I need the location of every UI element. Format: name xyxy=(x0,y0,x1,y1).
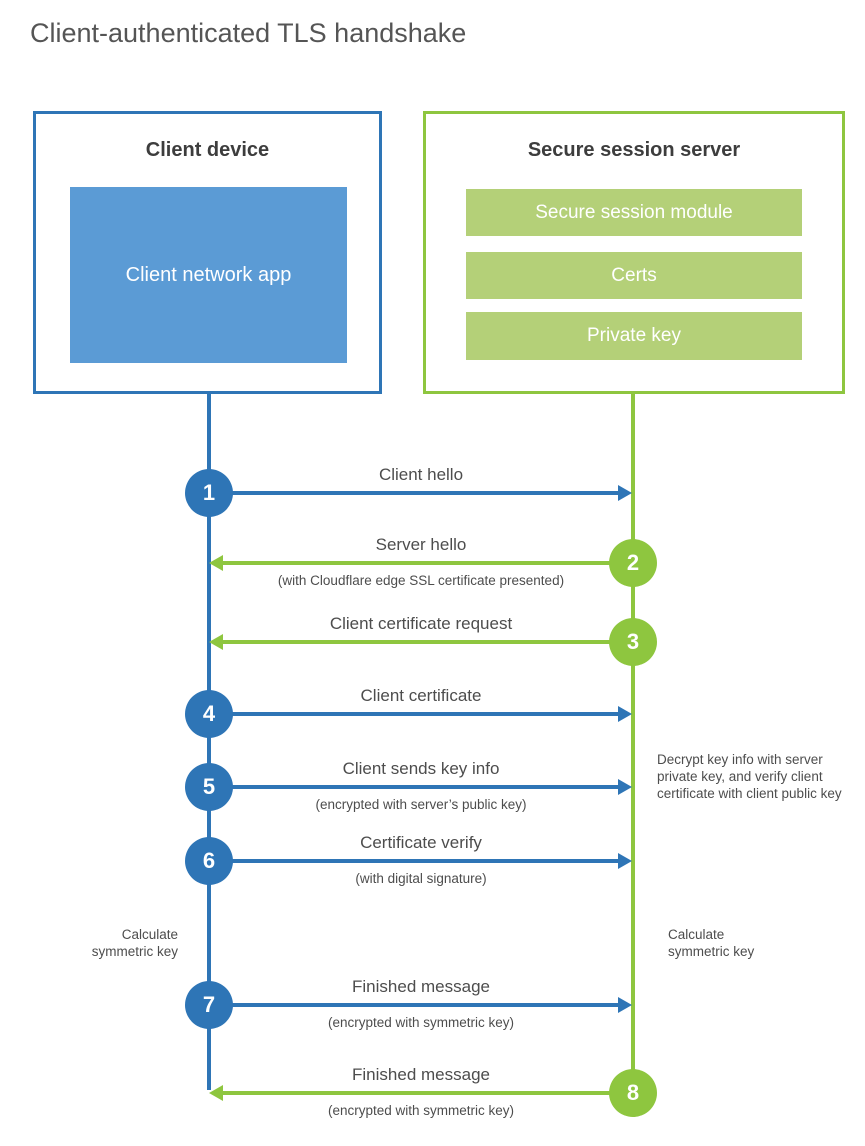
arrow-right-icon xyxy=(618,779,632,795)
step-6-label: Certificate verify xyxy=(360,833,482,852)
client-device-title: Client device xyxy=(145,139,270,161)
server-module-private-key: Private key xyxy=(466,312,802,360)
step-5-sublabel: (encrypted with server’s public key) xyxy=(315,797,527,812)
step-3-label: Client certificate request xyxy=(329,614,513,633)
step-5-label: Client sends key info xyxy=(342,759,500,778)
step-1-badge: 1 xyxy=(185,469,233,517)
server-module-label: Certs xyxy=(611,264,657,286)
arrow-right-icon xyxy=(618,485,632,501)
step-8-sublabel: (encrypted with symmetric key) xyxy=(327,1103,515,1118)
arrow-line xyxy=(223,1091,633,1095)
arrow-right-icon xyxy=(618,997,632,1013)
step-2-label: Server hello xyxy=(375,535,467,554)
arrow-right-icon xyxy=(618,706,632,722)
step-7-label: Finished message xyxy=(352,977,490,996)
step-5-badge: 5 xyxy=(185,763,233,811)
arrow-line xyxy=(209,859,619,863)
server-module-label: Secure session module xyxy=(535,201,733,223)
arrow-left-icon xyxy=(209,634,223,650)
arrow-line xyxy=(209,785,619,789)
arrow-right-icon xyxy=(618,853,632,869)
server-module-label: Private key xyxy=(587,325,681,346)
client-lifeline xyxy=(207,394,211,1090)
server-lifeline xyxy=(631,394,635,1093)
step-4-label: Client certificate xyxy=(360,686,482,705)
client-network-app-box: Client network app xyxy=(70,187,347,363)
arrow-left-icon xyxy=(209,1085,223,1101)
step-7-badge: 7 xyxy=(185,981,233,1029)
step-7-sublabel: (encrypted with symmetric key) xyxy=(327,1015,515,1030)
calculate-symmetric-key-note-client: Calculate symmetric key xyxy=(91,927,178,959)
decrypt-key-note: Decrypt key info with server private key… xyxy=(657,752,842,801)
step-3-badge: 3 xyxy=(609,618,657,666)
step-2-badge: 2 xyxy=(609,539,657,587)
step-2-sublabel: (with Cloudflare edge SSL certificate pr… xyxy=(277,573,565,588)
arrow-line xyxy=(209,712,619,716)
secure-session-server-title: Secure session server xyxy=(527,139,741,161)
arrow-line xyxy=(223,640,633,644)
step-4-badge: 4 xyxy=(185,690,233,738)
server-module-secure-session-module: Secure session module xyxy=(466,189,802,236)
arrow-line xyxy=(209,491,619,495)
client-network-app-label: Client network app xyxy=(125,263,292,286)
arrow-line xyxy=(209,1003,619,1007)
step-8-badge: 8 xyxy=(609,1069,657,1117)
step-1-label: Client hello xyxy=(378,465,464,484)
step-6-badge: 6 xyxy=(185,837,233,885)
server-module-certs: Certs xyxy=(466,252,802,299)
step-6-sublabel: (with digital signature) xyxy=(355,871,487,886)
step-8-label: Finished message xyxy=(352,1065,490,1084)
page-title: Client-authenticated TLS handshake xyxy=(30,18,467,48)
arrow-line xyxy=(223,561,633,565)
arrow-left-icon xyxy=(209,555,223,571)
calculate-symmetric-key-note-server: Calculate symmetric key xyxy=(668,927,755,959)
